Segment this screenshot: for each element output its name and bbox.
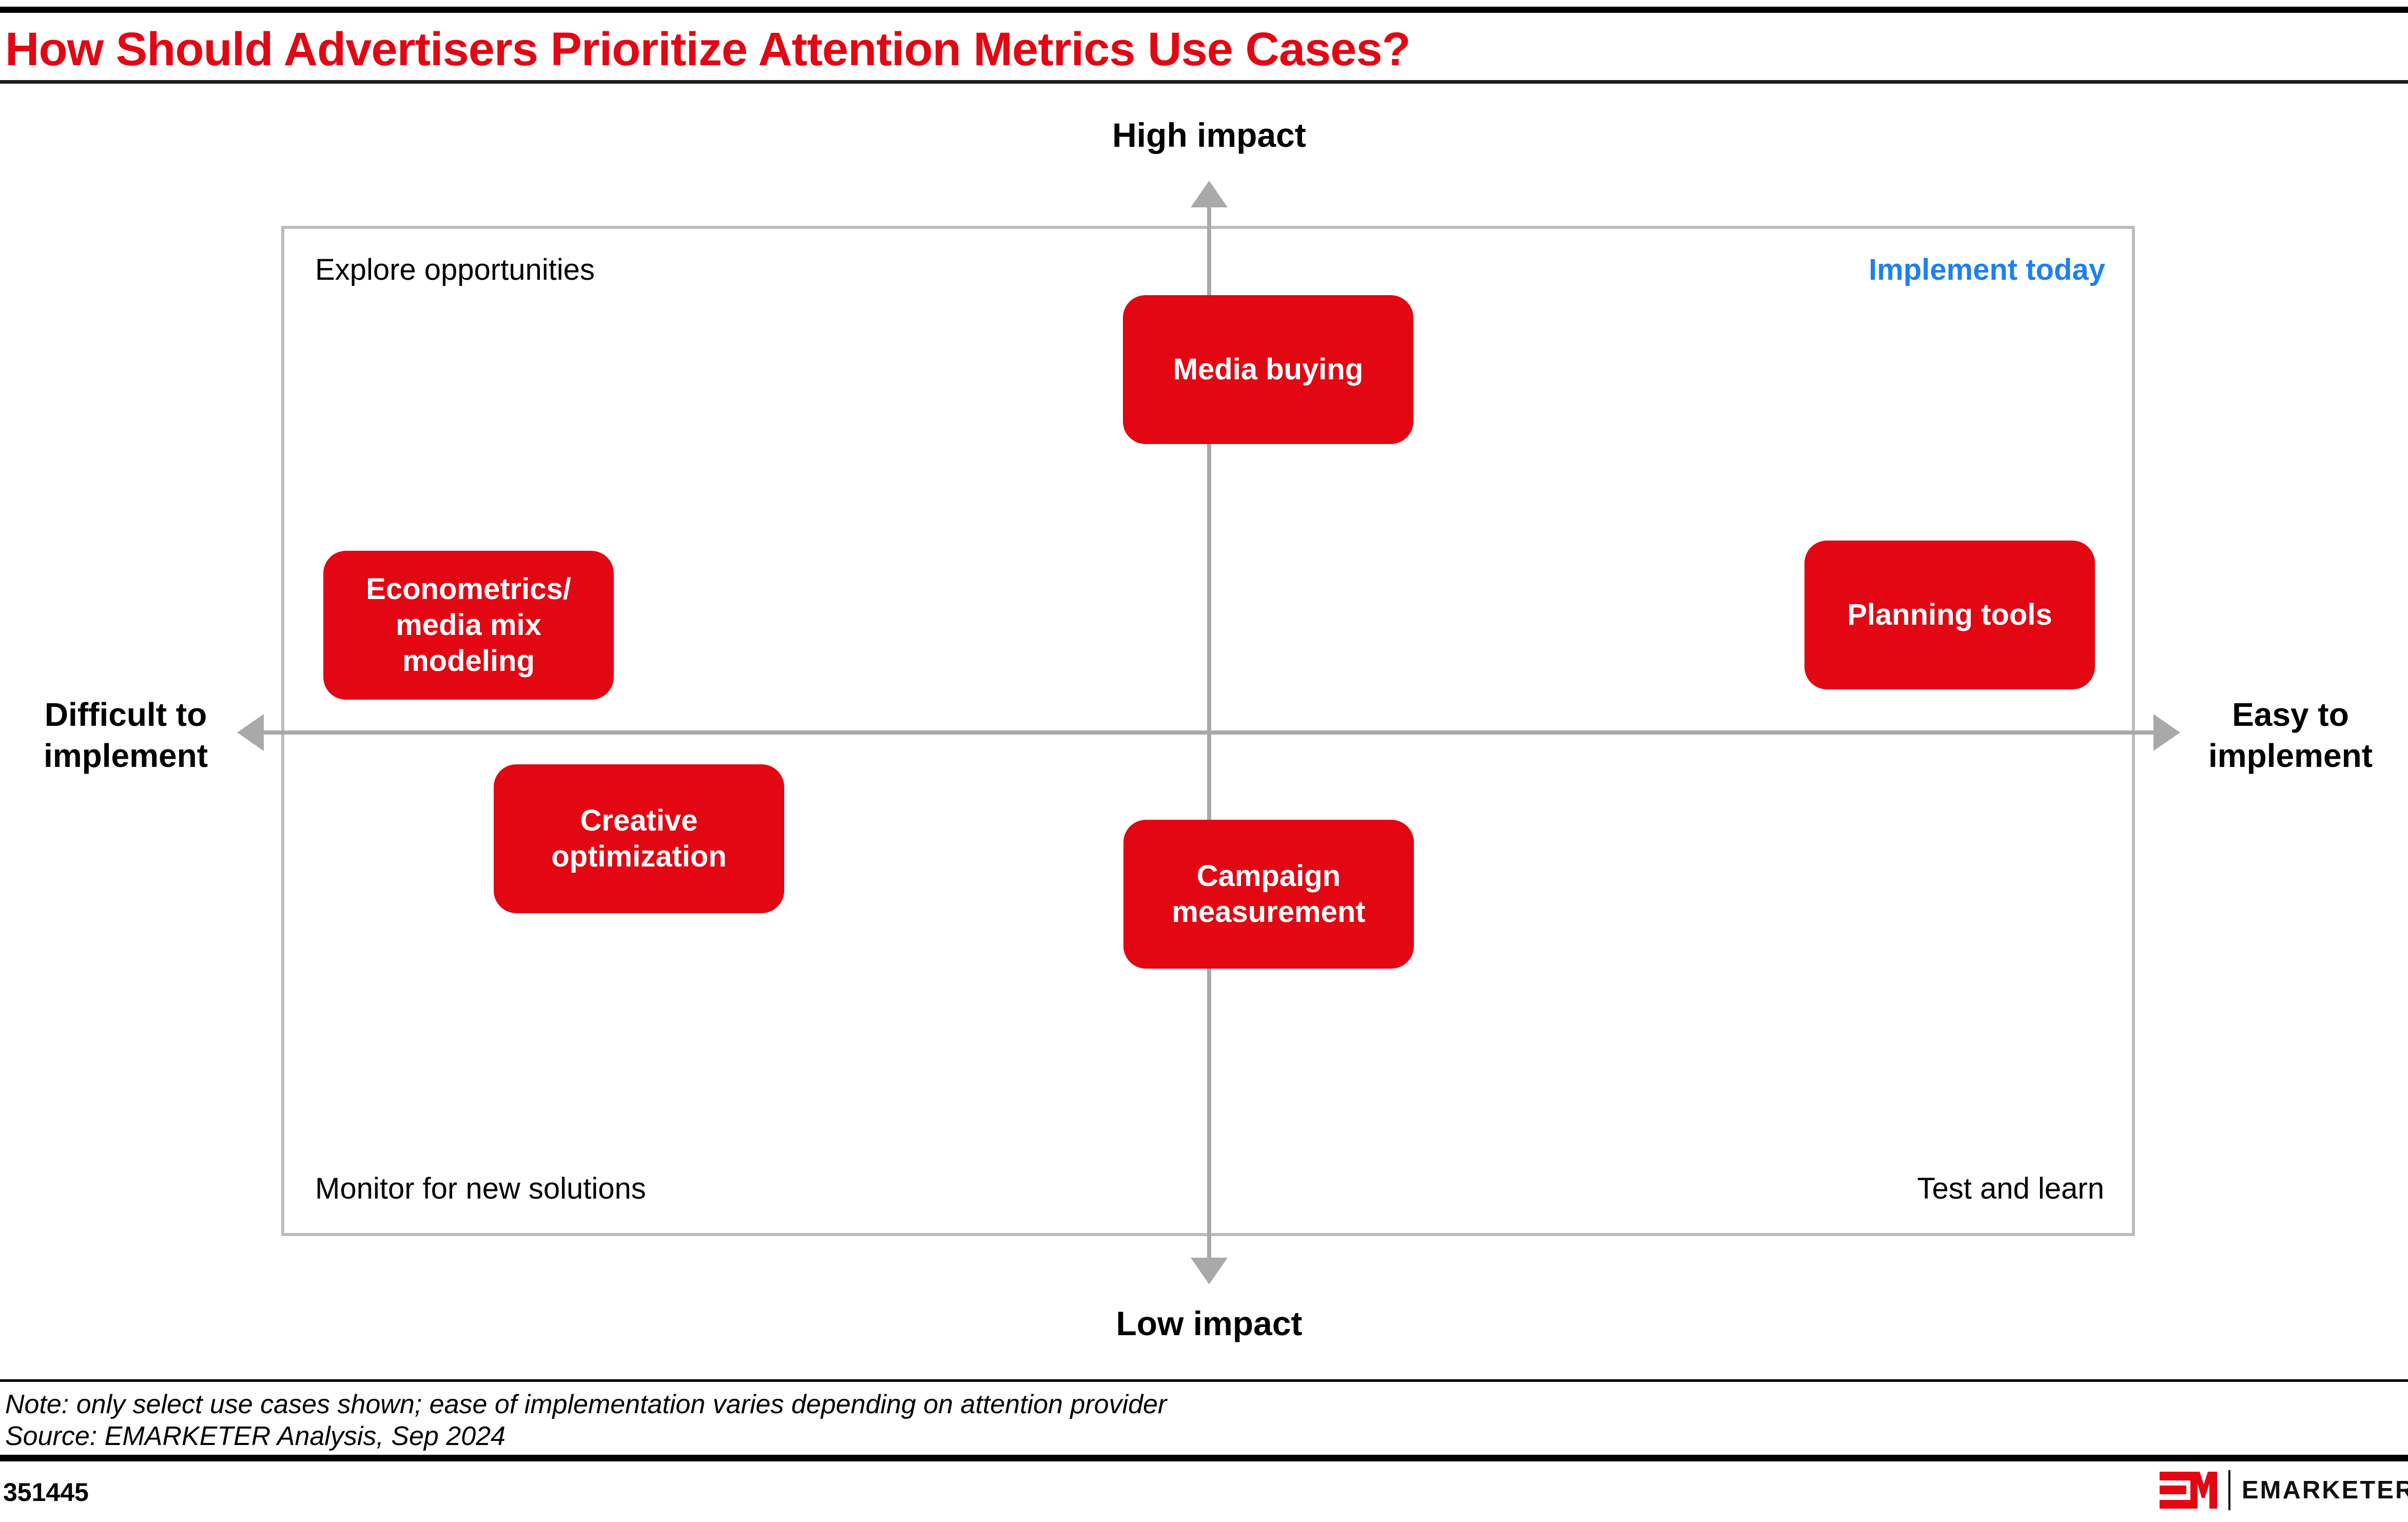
logo-divider (2228, 1470, 2230, 1510)
footer-divider-rule (0, 1455, 2408, 1461)
quadrant-label-test-and-learn: Test and learn (1917, 1172, 2104, 1205)
arrowhead-left-icon (237, 714, 264, 751)
arrowhead-down-icon (1191, 1258, 1228, 1284)
use-case-media-buying: Media buying (1123, 295, 1413, 444)
quadrant-label-monitor-for-new-solutions: Monitor for new solutions (315, 1172, 646, 1205)
horizontal-axis-line (261, 730, 2157, 735)
chart-id: 351445 (3, 1478, 89, 1507)
page-title: How Should Advertisers Prioritize Attent… (5, 23, 1411, 75)
arrowhead-right-icon (2153, 714, 2180, 751)
arrowhead-up-icon (1191, 181, 1228, 207)
axis-label-high-impact: High impact (1112, 116, 1306, 154)
use-case-econometrics-media-mix-modeling: Econometrics/ media mix modeling (323, 551, 614, 700)
axis-label-easy-to-implement: Easy to implement (2208, 696, 2373, 774)
use-case-planning-tools: Planning tools (1804, 541, 2095, 689)
chart-source: Source: EMARKETER Analysis, Sep 2024 (5, 1421, 506, 1451)
title-divider-rule (0, 80, 2408, 84)
use-case-creative-optimization: Creative optimization (494, 764, 784, 913)
top-border-rule (0, 7, 2408, 13)
em-logo-icon (2160, 1472, 2217, 1509)
quadrant-label-implement-today: Implement today (1869, 253, 2105, 286)
axis-label-difficult-to-implement: Difficult to implement (43, 696, 208, 774)
emarketer-logo: EMARKETER (2160, 1470, 2408, 1510)
axis-label-low-impact: Low impact (1116, 1304, 1303, 1342)
logo-wordmark: EMARKETER (2242, 1476, 2408, 1504)
quadrant-label-explore-opportunities: Explore opportunities (315, 253, 595, 286)
chart-note: Note: only select use cases shown; ease … (5, 1390, 1167, 1419)
note-divider-rule (0, 1379, 2408, 1382)
use-case-campaign-measurement: Campaign measurement (1123, 820, 1414, 969)
